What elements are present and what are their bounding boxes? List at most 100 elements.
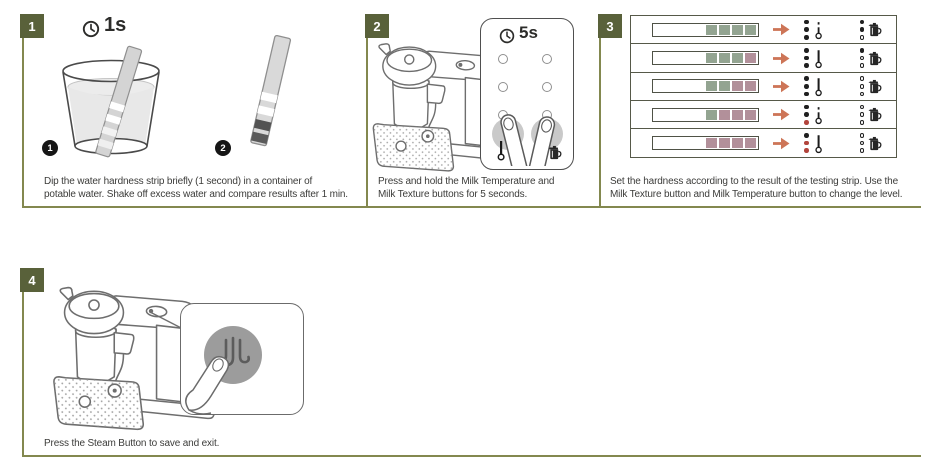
pink-strip-square [718,138,730,148]
pink-strip-square [731,81,743,92]
step1-caption-line2: potable water. Shake off excess water an… [44,189,348,201]
panel2-left-border [366,30,368,207]
hollow-indicator-dot [859,133,865,138]
temperature-lights [804,48,809,68]
clock-icon [82,20,100,38]
marker-2: 2 [215,140,231,156]
top-row-bottom-border [22,206,921,208]
milk-jug-icon [867,136,882,151]
red-indicator-dot [804,119,809,125]
hollow-indicator-dot [859,112,865,117]
step1-caption: Dip the water hardness strip briefly (1 … [44,175,348,201]
pressing-finger-illustration [185,355,230,414]
hardness-level-row [630,43,897,73]
step3-caption-line2: Milk Texture button and Milk Temperature… [610,189,903,201]
test-strip-result-illustration [250,34,292,147]
thermometer-icon [813,104,824,125]
pink-strip-square [718,109,730,120]
pink-strip-square [744,81,756,92]
black-indicator-dot [804,27,809,33]
black-indicator-dot [804,55,809,61]
step4-caption: Press the Steam Button to save and exit. [44,437,219,450]
black-indicator-dot [804,112,809,117]
hollow-indicator-dot [859,104,865,110]
milk-texture-icon [547,145,562,160]
indicator-light [498,54,508,64]
green-strip-square [718,24,730,35]
steam-button-callout [180,303,304,415]
arrow-icon [773,52,790,64]
panel4-left-border [22,284,24,456]
water-container-illustration [62,45,160,158]
texture-lights [859,104,865,125]
hollow-indicator-dot [859,63,865,68]
pink-strip-square [731,138,743,148]
hardness-level-row [630,71,897,102]
test-strip-result [652,51,759,66]
green-strip-square [731,24,743,35]
red-indicator-dot [804,148,809,153]
black-indicator-dot [859,48,865,53]
thermometer-icon [813,48,824,69]
green-strip-square [705,24,717,35]
marker-1: 1 [42,140,58,156]
step3-badge: 3 [598,14,622,38]
temperature-lights [804,19,809,40]
temperature-lights [804,104,809,125]
step2-caption: Press and hold the Milk Temperature and … [378,175,554,201]
red-indicator-dot [804,140,809,146]
strip-squares [705,53,756,64]
indicator-light [498,82,508,92]
green-strip-square [705,81,717,92]
black-indicator-dot [804,48,809,53]
pink-strip-square [744,53,756,64]
pink-strip-square [744,138,756,148]
strip-squares [705,138,756,148]
hardness-level-row [630,15,897,45]
hollow-indicator-dot [859,119,865,125]
step1-badge: 1 [20,14,44,38]
step2-caption-line2: Milk Texture buttons for 5 seconds. [378,189,528,201]
texture-lights [859,76,865,97]
black-indicator-dot [804,63,809,68]
step3-caption: Set the hardness according to the result… [610,175,903,201]
milk-jug-icon [867,79,882,94]
strip-squares [705,24,756,35]
black-indicator-dot [804,91,809,97]
pink-strip-square [744,109,756,120]
green-strip-square [705,53,717,64]
black-indicator-dot [804,19,809,25]
hollow-indicator-dot [859,55,865,61]
black-indicator-dot [804,133,809,138]
black-indicator-dot [859,27,865,33]
hardness-level-row [630,99,897,130]
hollow-indicator-dot [859,91,865,97]
black-indicator-dot [804,35,809,40]
step4-caption-line1: Press the Steam Button to save and exit. [44,438,220,449]
green-strip-square [744,24,756,35]
step2-badge: 2 [365,14,389,38]
hardness-levels-table [630,15,897,158]
test-strip-result [652,22,759,37]
test-strip-in-water [95,45,143,158]
hollow-indicator-dot [859,140,865,146]
green-strip-square [731,53,743,64]
temperature-lights [804,76,809,97]
hollow-indicator-dot [859,84,865,89]
pink-strip-square [705,138,717,148]
hollow-indicator-dot [859,148,865,153]
hardness-level-row [630,128,897,158]
machine-control-panel: 5s [480,18,574,170]
panel3-left-border [599,30,601,207]
green-strip-square [718,53,730,64]
step2-caption-line1: Press and hold the Milk Temperature and [378,176,555,187]
thermometer-icon [813,19,824,40]
green-strip-square [718,81,730,92]
indicator-light [542,82,552,92]
step1-caption-line1: Dip the water hardness strip briefly (1 … [44,176,313,187]
dip-duration-label: 1s [104,14,127,36]
test-strip-result [652,107,759,122]
step3-caption-line1: Set the hardness according to the result… [610,176,899,187]
thermometer-icon [813,76,824,97]
thermometer-icon [813,133,824,154]
